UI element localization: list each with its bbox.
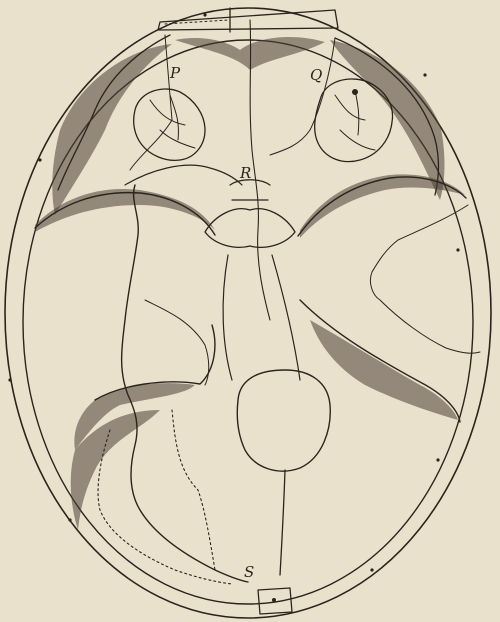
lesser-wing-right-shading: [300, 174, 465, 238]
dotted-fracture-outer: [98, 430, 232, 584]
lesion-q-cracks: [335, 90, 375, 150]
lesion-q-dot: [352, 89, 358, 95]
sella-outline: [205, 209, 295, 248]
ring-dot: [203, 13, 206, 16]
ring-dot: [8, 378, 11, 381]
label-p: P: [169, 64, 181, 82]
right-middle-fossa-fracture: [370, 205, 480, 353]
foramen-magnum: [237, 370, 330, 471]
ring-dot: [370, 568, 373, 571]
frontal-box: [158, 10, 338, 30]
clivus-left-edge: [223, 255, 232, 380]
ring-dot: [68, 518, 71, 521]
fracture-main-left: [122, 185, 248, 582]
ring-dot: [456, 248, 459, 251]
dorsum-sellae: [230, 180, 270, 200]
clivus-right-edge: [272, 255, 300, 380]
ring-dot: [38, 158, 41, 161]
anterior-fossa-left-shading: [52, 44, 172, 215]
label-r: R: [239, 164, 251, 182]
ring-dot: [436, 458, 439, 461]
ring-dot: [423, 73, 426, 76]
left-fossa-crack: [145, 300, 209, 385]
label-q: Q: [310, 66, 322, 84]
dotted-fracture-inner: [172, 410, 215, 570]
occipital-dot: [272, 598, 276, 602]
label-s: S: [244, 563, 254, 581]
fracture-branch-sella: [125, 165, 242, 185]
occipital-crest: [280, 470, 285, 575]
petrous-right-shading: [310, 320, 458, 420]
